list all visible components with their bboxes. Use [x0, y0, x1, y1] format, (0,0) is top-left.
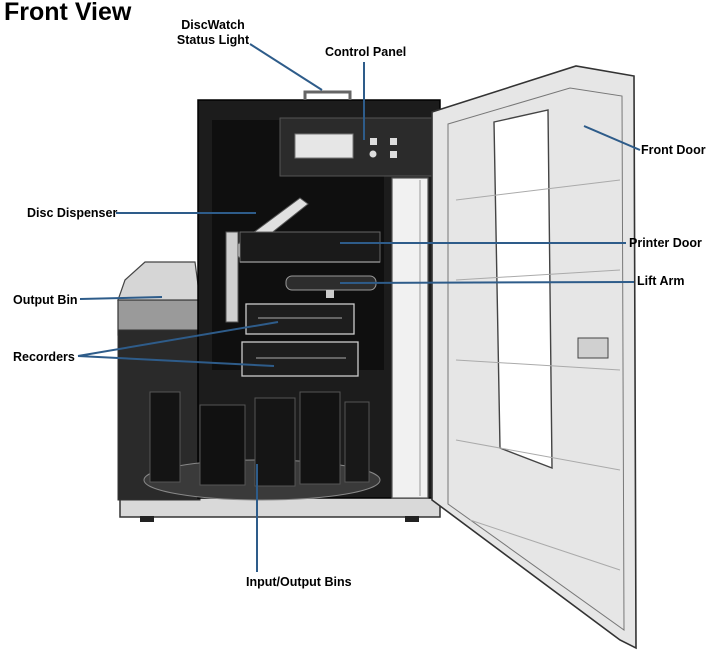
- bin-4: [299, 391, 341, 485]
- front-door-window: [493, 109, 553, 470]
- bin-1: [149, 391, 181, 483]
- control-button-3: [369, 150, 377, 158]
- printer-door: [239, 231, 381, 263]
- recorder-top: [245, 303, 355, 335]
- label-discwatch-status-light: DiscWatch Status Light: [173, 18, 253, 48]
- disc-dispenser-post: [225, 231, 239, 323]
- door-rib-1: [455, 179, 621, 201]
- lift-arm-gripper: [326, 290, 334, 298]
- label-input-output-bins: Input/Output Bins: [246, 575, 352, 589]
- label-printer-door: Printer Door: [629, 236, 702, 250]
- recorder-bottom: [241, 341, 359, 377]
- door-rib-4: [455, 439, 621, 471]
- control-panel-display: [294, 133, 354, 159]
- label-output-bin: Output Bin: [13, 293, 78, 307]
- door-rib-2: [455, 269, 621, 281]
- leader-discwatch: [249, 43, 323, 91]
- control-button-4: [390, 151, 397, 158]
- control-button-1: [370, 138, 377, 145]
- label-disc-dispenser: Disc Dispenser: [27, 206, 118, 220]
- output-bin-back: [117, 261, 201, 301]
- label-control-panel: Control Panel: [325, 45, 407, 59]
- bin-2: [199, 404, 246, 486]
- label-recorders: Recorders: [13, 350, 75, 364]
- leader-lines: [77, 43, 641, 572]
- door-rib-5: [469, 519, 621, 571]
- front-door-latch: [577, 337, 609, 359]
- page-title: Front View: [4, 0, 132, 26]
- label-discwatch-line2: Status Light: [176, 33, 250, 47]
- discwatch-handle: [303, 90, 352, 100]
- leader-front-door: [583, 125, 641, 151]
- label-discwatch-line1: DiscWatch: [181, 18, 245, 32]
- label-lift-arm: Lift Arm: [637, 274, 685, 288]
- leader-recorder-top: [77, 321, 279, 357]
- leader-lift-arm: [339, 281, 635, 284]
- bin-3: [254, 397, 296, 487]
- foot-left: [140, 516, 154, 522]
- control-button-2: [390, 138, 397, 145]
- leader-output-bin: [79, 296, 163, 300]
- foot-right: [405, 516, 419, 522]
- door-rib-3: [455, 359, 621, 371]
- hinge-column: [391, 177, 429, 499]
- bin-5: [344, 401, 370, 483]
- front-door-inner-rim: [447, 87, 625, 631]
- leader-recorder-bottom: [77, 355, 275, 367]
- label-front-door: Front Door: [641, 143, 706, 157]
